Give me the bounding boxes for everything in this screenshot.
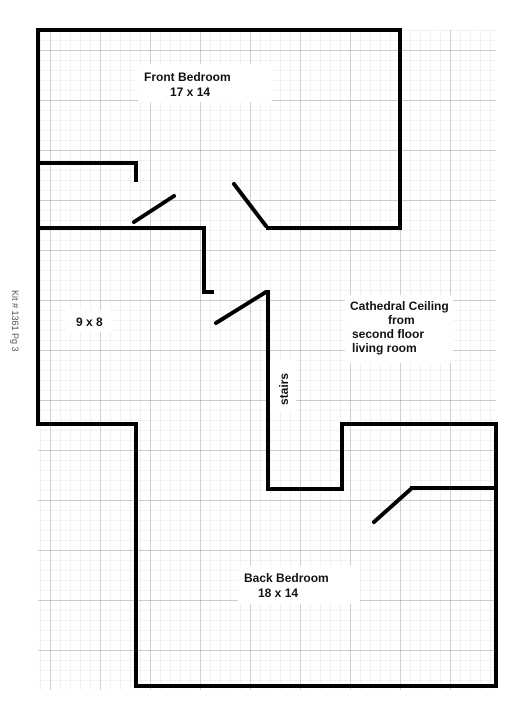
small-room-door	[214, 290, 268, 325]
back-bedroom-name: Back Bedroom	[244, 571, 329, 585]
front-bedroom-wall	[36, 28, 402, 230]
cathedral-line-4: living room	[352, 341, 417, 355]
closet-partition-wall	[36, 161, 138, 182]
back-bedroom-label-bg	[238, 566, 360, 604]
small-room-size: 9 x 8	[76, 315, 103, 329]
margin-page-text: Kit # 1361 Pg 3	[10, 290, 20, 352]
hall-wall	[36, 226, 214, 294]
front-bedroom-door	[232, 182, 268, 228]
front-bedroom-size: 17 x 14	[170, 85, 210, 99]
cathedral-line-2: from	[388, 313, 415, 327]
stairs-label: stairs	[277, 373, 291, 405]
doors	[132, 182, 414, 524]
front-bedroom-label-bg	[138, 64, 272, 102]
front-bedroom-name: Front Bedroom	[144, 70, 231, 84]
stairs-label-bg	[270, 360, 296, 412]
cathedral-line-1: Cathedral Ceiling	[350, 299, 449, 313]
walls	[36, 28, 498, 688]
back-bedroom-door	[372, 486, 414, 524]
small-room-label-bg	[66, 310, 112, 332]
cathedral-line-3: second floor	[352, 327, 424, 341]
closet-door	[132, 194, 176, 224]
back-bedroom-size: 18 x 14	[258, 586, 298, 600]
cathedral-label-bg	[345, 295, 453, 363]
left-exterior-wall	[36, 226, 498, 688]
